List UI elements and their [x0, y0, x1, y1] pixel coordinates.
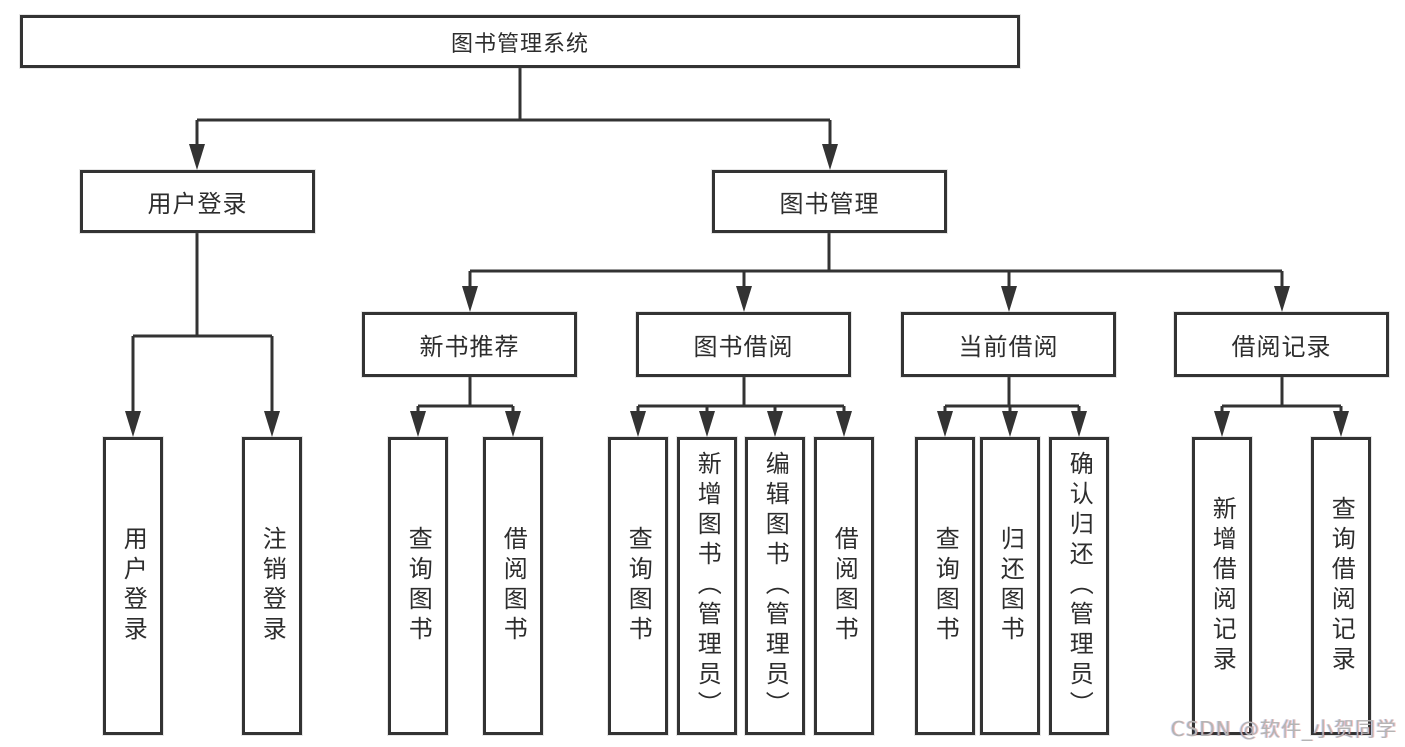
node-library-system: 图书管理系统	[20, 15, 1020, 68]
node-book-management: 图书管理	[712, 170, 947, 233]
leaf-current-return-books: 归还图书	[980, 437, 1040, 735]
leaf-current-confirm-return-admin: 确认归还（管理员）	[1049, 437, 1109, 735]
edge-new-book-recommend-children	[410, 377, 521, 437]
leaf-borrowing-query-books: 查询图书	[608, 437, 668, 735]
edge-borrow-records-children	[1214, 377, 1349, 437]
leaf-current-query-books: 查询图书	[915, 437, 975, 735]
edge-book-management-children	[462, 233, 1290, 312]
leaf-recommend-borrow-books: 借阅图书	[483, 437, 543, 735]
leaf-logout-login: 注销登录	[242, 437, 302, 735]
node-borrow-records: 借阅记录	[1174, 312, 1389, 377]
edge-user-login-children	[125, 233, 280, 437]
leaf-user-login: 用户登录	[103, 437, 163, 735]
node-new-book-recommendation: 新书推荐	[362, 312, 577, 377]
leaf-borrowing-borrow-books: 借阅图书	[814, 437, 874, 735]
edge-root-to-level1	[189, 68, 838, 170]
node-book-borrowing: 图书借阅	[636, 312, 851, 377]
leaf-records-add-borrow-record: 新增借阅记录	[1192, 437, 1252, 735]
node-user-login: 用户登录	[80, 170, 315, 233]
edge-book-borrowing-children	[630, 377, 852, 437]
leaf-borrowing-add-book-admin: 新增图书（管理员）	[677, 437, 737, 735]
leaf-borrowing-edit-book-admin: 编辑图书（管理员）	[745, 437, 805, 735]
leaf-records-query-borrow-record: 查询借阅记录	[1311, 437, 1371, 735]
edge-current-borrowing-children	[937, 377, 1087, 437]
watermark-text: CSDN @软件_小贺同学	[1170, 717, 1397, 741]
node-current-borrowing: 当前借阅	[901, 312, 1116, 377]
leaf-recommend-query-books: 查询图书	[388, 437, 448, 735]
